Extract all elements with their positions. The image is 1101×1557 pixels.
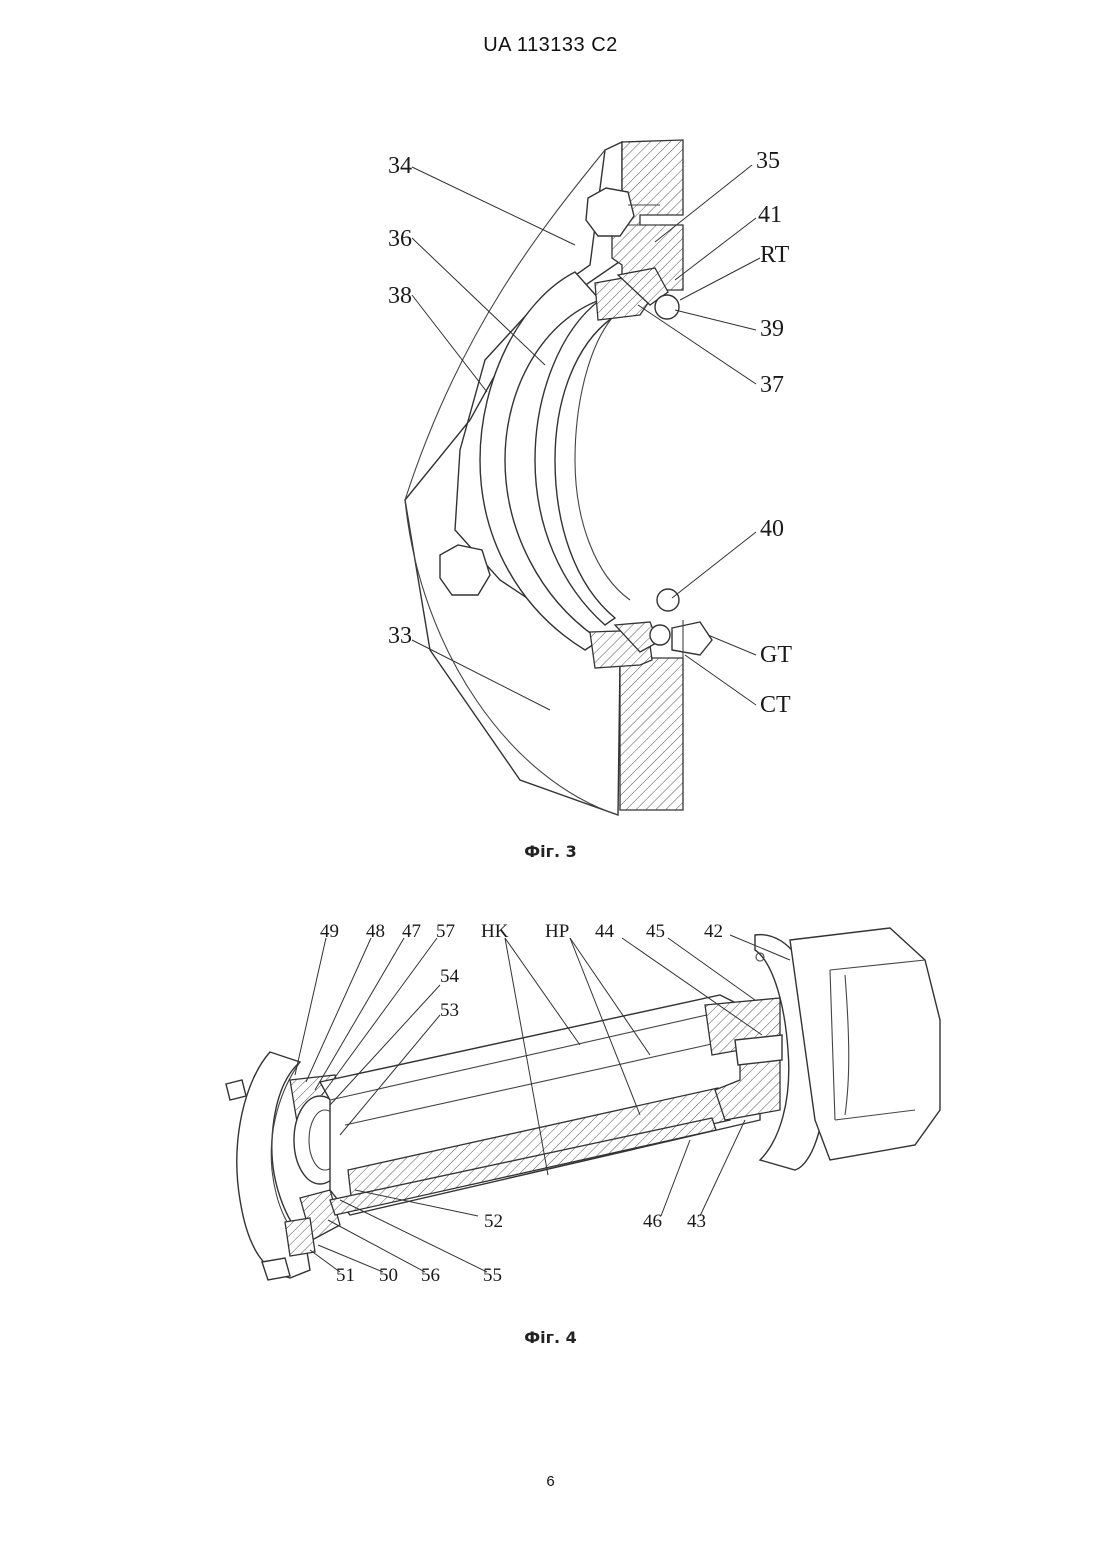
page-number: 6 <box>0 1473 1101 1490</box>
label-49: 49 <box>320 921 339 942</box>
label-50: 50 <box>379 1265 398 1286</box>
label-38: 38 <box>388 283 412 309</box>
label-CT: CT <box>760 692 791 718</box>
label-51: 51 <box>336 1265 355 1286</box>
label-56: 56 <box>421 1265 440 1286</box>
label-HK: HK <box>481 921 509 942</box>
label-55: 55 <box>483 1265 502 1286</box>
label-GT: GT <box>760 642 792 668</box>
label-HP: HP <box>545 921 569 942</box>
label-33: 33 <box>388 623 412 649</box>
label-53: 53 <box>440 1000 459 1021</box>
label-57: 57 <box>436 921 455 942</box>
label-40: 40 <box>760 516 784 542</box>
label-41: 41 <box>758 202 782 228</box>
figure-4-drawing: 49 48 47 57 HK HP 44 45 42 54 53 52 46 4… <box>226 921 940 1286</box>
label-36: 36 <box>388 226 412 252</box>
figure-3-caption: Фiг. 3 <box>0 842 1101 861</box>
label-43: 43 <box>687 1211 706 1232</box>
label-34: 34 <box>388 153 412 179</box>
label-47: 47 <box>402 921 421 942</box>
figure-3-drawing: 34 35 41 RT 36 38 39 37 40 33 GT CT <box>388 140 792 815</box>
label-52: 52 <box>484 1211 503 1232</box>
label-37: 37 <box>760 372 784 398</box>
label-42: 42 <box>704 921 723 942</box>
figure-4-caption: Фiг. 4 <box>0 1328 1101 1347</box>
label-RT: RT <box>760 242 790 268</box>
label-44: 44 <box>595 921 615 942</box>
label-46: 46 <box>643 1211 662 1232</box>
label-45: 45 <box>646 921 665 942</box>
label-54: 54 <box>440 966 460 987</box>
label-35: 35 <box>756 148 780 174</box>
label-48: 48 <box>366 921 385 942</box>
label-39: 39 <box>760 316 784 342</box>
